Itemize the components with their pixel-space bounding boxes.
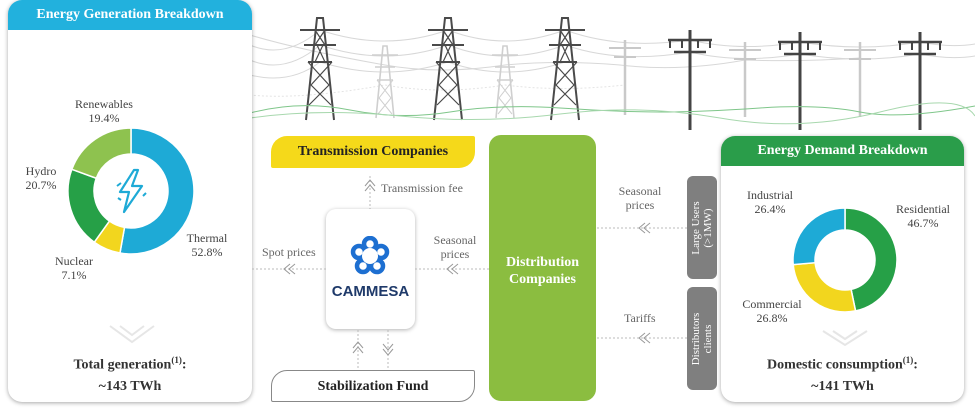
transmission-fee-arrow xyxy=(364,174,376,210)
slice-renewables xyxy=(70,128,132,180)
slice-residential xyxy=(844,208,897,312)
generation-total-label: Total generation(1): xyxy=(73,355,187,373)
transmission-companies-box: Transmission Companies xyxy=(271,136,475,168)
chevron-decoration-icon xyxy=(109,325,155,344)
generation-total-value: ~143 TWh xyxy=(98,379,162,394)
distribution-companies-box xyxy=(489,135,596,401)
demand-donut-chart xyxy=(793,208,897,312)
lightning-bolt-icon xyxy=(116,168,147,214)
tariffs-arrow xyxy=(597,332,687,344)
cammesa-label: CAMMESA xyxy=(331,283,410,300)
stabilization-fund-arrows xyxy=(352,330,394,368)
cammesa-logo-icon xyxy=(350,236,390,275)
slice-industrial xyxy=(793,208,846,266)
slice-thermal xyxy=(119,128,194,254)
transmission-fee-label: Transmission fee xyxy=(381,181,463,195)
chevron-decoration-icon xyxy=(822,330,868,347)
stabilization-fund-box: Stabilization Fund xyxy=(271,370,475,402)
seasonal-prices-right-arrow xyxy=(597,222,687,234)
generation-donut-chart xyxy=(68,128,194,254)
demand-total-value: ~141 TWh xyxy=(811,379,874,394)
demand-total-label: Domestic consumption(1): xyxy=(767,355,918,373)
tariffs-label: Tariffs xyxy=(624,311,656,325)
generation-title: Energy Generation Breakdown xyxy=(8,0,252,30)
demand-title: Energy Demand Breakdown xyxy=(721,136,964,166)
large-users-tab: Large Users(>1MW) xyxy=(687,176,717,279)
spot-prices-label: Spot prices xyxy=(262,245,316,259)
seasonal-prices-arrow xyxy=(415,263,491,275)
power-lines-illustration xyxy=(249,17,975,130)
spot-prices-arrow xyxy=(252,263,326,275)
